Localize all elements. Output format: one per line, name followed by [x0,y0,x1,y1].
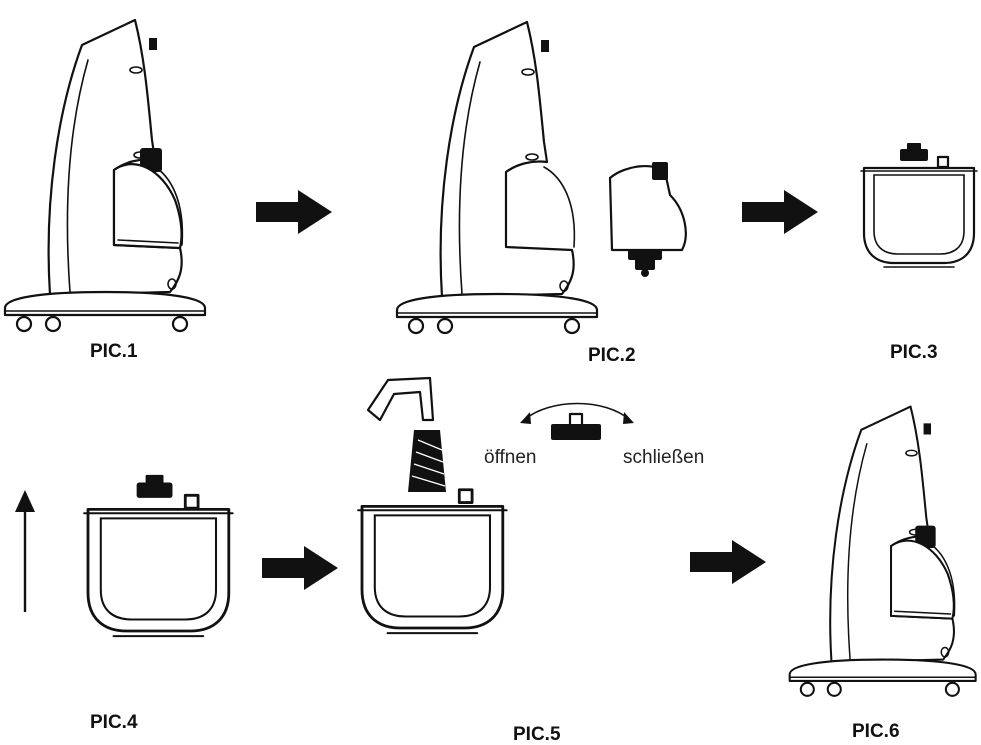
pic1-label: PIC.1 [90,341,138,362]
pic3-label: PIC.3 [890,342,938,363]
knob-rotation-indicator [520,402,634,440]
open-label: öffnen [484,447,536,468]
pic2-label: PIC.2 [588,345,636,366]
arrow-pic4-to-pic5 [262,546,338,590]
pic5-filling-hose [366,376,446,492]
pic5-label: PIC.5 [513,724,561,745]
pic3-tank-upright [859,143,979,268]
arrow-pic5-to-pic6 [690,540,766,584]
pic5-tank-filling [356,488,509,635]
arrow-pic2-to-pic3 [742,190,818,234]
arrow-pic1-to-pic2 [256,190,332,234]
pic6-label: PIC.6 [852,721,900,742]
pic4-tank-upright [82,474,235,638]
pic2-removed-tank [608,162,687,277]
close-label: schließen [623,447,704,468]
up-arrow [15,490,35,612]
pic6-heater-tank-reinserted [788,405,977,697]
pic2-heater-tank-removed [395,20,599,335]
pic1-heater-with-tank [3,18,207,333]
pic4-label: PIC.4 [90,712,138,733]
